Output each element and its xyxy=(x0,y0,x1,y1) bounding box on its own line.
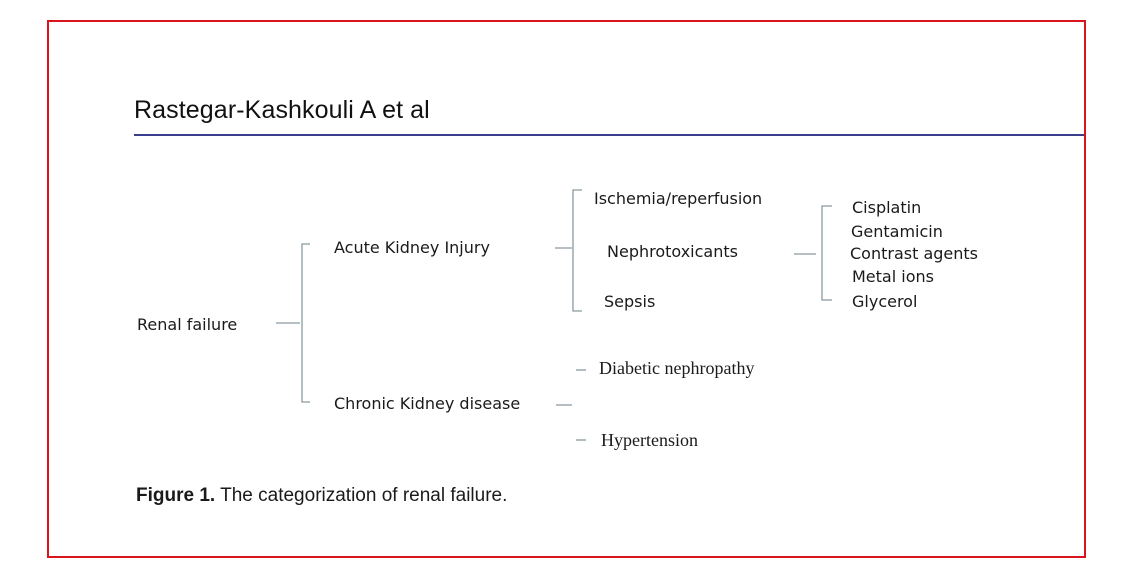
node-cisplatin: Cisplatin xyxy=(852,198,922,217)
node-gentamicin: Gentamicin xyxy=(851,222,943,241)
article-header: Rastegar-Kashkouli A et al xyxy=(134,96,430,124)
node-ischemia-reperfusion: Ischemia/reperfusion xyxy=(594,189,763,208)
caption-label: Figure 1. xyxy=(136,485,216,506)
node-hypertension: Hypertension xyxy=(601,430,698,450)
node-sepsis: Sepsis xyxy=(604,292,656,311)
header-rule xyxy=(134,134,1084,136)
node-renal-failure: Renal failure xyxy=(137,315,238,334)
node-chronic-kidney-disease: Chronic Kidney disease xyxy=(334,394,521,413)
node-contrast-agents: Contrast agents xyxy=(850,244,979,263)
connector-level1-bracket xyxy=(301,243,310,403)
figure-frame xyxy=(47,20,1086,558)
node-acute-kidney-injury: Acute Kidney Injury xyxy=(334,238,490,257)
node-metal-ions: Metal ions xyxy=(852,267,934,286)
node-nephrotoxicants: Nephrotoxicants xyxy=(607,242,738,261)
caption-text: The categorization of renal failure. xyxy=(215,485,508,506)
figure-caption: Figure 1. The categorization of renal fa… xyxy=(136,485,507,507)
connector-nephro-bracket xyxy=(821,205,832,301)
node-diabetic-nephropathy: Diabetic nephropathy xyxy=(599,358,755,378)
node-glycerol: Glycerol xyxy=(852,292,918,311)
connector-acute-bracket xyxy=(572,189,582,312)
